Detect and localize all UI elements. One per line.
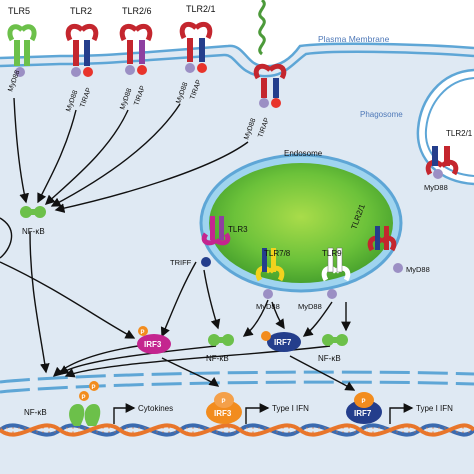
signaling-arrows: [0, 97, 414, 424]
tlr9-myd88-label: MyD88: [298, 302, 322, 311]
tlr7-8-label: TLR7/8: [264, 249, 291, 258]
tlr2-label: TLR2: [70, 6, 92, 16]
plasma-membrane-label: Plasma Membrane: [318, 34, 390, 44]
tlr3-label: TLR3: [228, 225, 248, 234]
irf3-cytoplasm: [137, 326, 171, 354]
irf7-nucleus-phospho-label: P: [362, 399, 366, 405]
irf7-nucleus: [346, 392, 382, 424]
nfkb-cytoplasm-upper: [20, 206, 46, 218]
tlr2-6-label: TLR2/6: [122, 6, 152, 16]
irf3-nucleus: [206, 392, 242, 424]
irf3-nucleus-phospho-label: P: [222, 399, 226, 405]
tlr2-receptor: [65, 23, 99, 77]
tlr2-1-endosome-receptor: [367, 226, 403, 273]
nfkb-myd88-label: NF-κB: [318, 354, 341, 363]
nfkb-tlr3-branch: [208, 334, 234, 346]
nfkb-nucleus-label: NF-κB: [24, 408, 47, 417]
phagosome-myd88-label: MyD88: [424, 183, 448, 192]
tlr7-8-receptor: [255, 248, 285, 299]
tlr5-label: TLR5: [8, 6, 30, 16]
type1-ifn-irf3-label: Type I IFN: [272, 404, 309, 413]
irf7-cytoplasm: [261, 331, 301, 352]
tlr3-receptor: [201, 216, 231, 267]
nfkb-myd88-branch: [322, 334, 348, 346]
irf7-cytoplasm-label: IRF7: [274, 338, 292, 347]
tlr9-label: TLR9: [322, 249, 342, 258]
endosome: [199, 153, 403, 293]
tlr7-8-myd88-label: MyD88: [256, 302, 280, 311]
nfkb-nucleus: [69, 381, 101, 426]
tlr9-receptor: [321, 247, 351, 299]
extracellular-space: [0, 0, 474, 67]
nuclear-membrane: [0, 370, 474, 394]
irf3-cytoplasm-label: IRF3: [144, 340, 162, 349]
tlr2-6-receptor: [119, 23, 153, 75]
triff-label: TRIFF: [170, 258, 192, 267]
nfkb-upper-label: NF-κB: [22, 227, 45, 236]
irf3-phospho-label: P: [141, 330, 145, 336]
nfkb-phospho-label-1: P: [82, 395, 86, 401]
tlr5-receptor: [7, 24, 37, 77]
tlr2-1-phagosome-receptor: [425, 146, 459, 179]
ligand-strand: [258, 0, 266, 56]
tlr2-1-phagosome-label: TLR2/1: [446, 129, 473, 138]
cytokines-label: Cytokines: [138, 404, 173, 413]
irf7-nucleus-label: IRF7: [354, 409, 372, 418]
phagosome: [416, 68, 474, 186]
tlr2-1-surface-receptor: [179, 21, 213, 73]
type1-ifn-irf7-label: Type I IFN: [416, 404, 453, 413]
phagosome-label: Phagosome: [360, 110, 403, 119]
irf3-nucleus-label: IRF3: [214, 409, 232, 418]
endosome-label: Endosome: [284, 149, 323, 158]
tlr2-1-endosome-myd88-label: MyD88: [406, 265, 430, 274]
tlr-internalized-receptor: [253, 63, 287, 108]
nfkb-phospho-label-2: P: [92, 385, 96, 391]
tlr2-1-surface-label: TLR2/1: [186, 4, 216, 14]
nfkb-tlr3-label: NF-κB: [206, 354, 229, 363]
